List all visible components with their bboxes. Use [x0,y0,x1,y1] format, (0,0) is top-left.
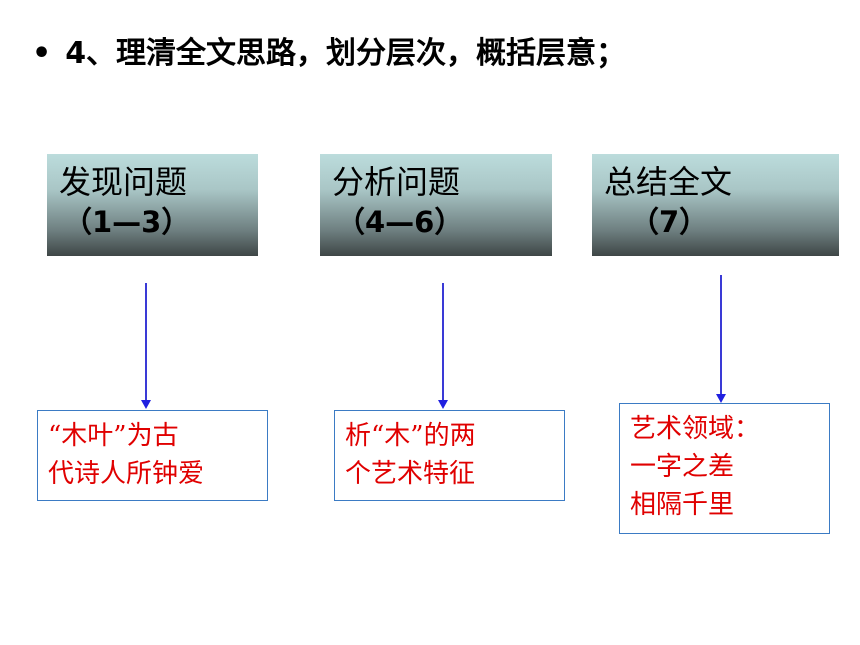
connector-arrow-1 [141,283,151,409]
section-title: 分析问题 [332,163,461,201]
summary-line: 个艺术特征 [345,459,476,489]
section-box-2: 分析问题 （4—6） [320,154,552,256]
summary-line: 相隔千里 [630,490,735,520]
summary-line: 代诗人所钟爱 [48,459,205,489]
heading-text: 4、理清全文思路，划分层次，概括层意； [65,36,627,71]
bullet-icon: • [32,36,52,71]
section-range: （4—6） [336,205,464,239]
summary-line: 一字之差 [630,452,735,482]
connector-arrow-3 [716,275,726,403]
summary-line: 析“木”的两 [345,421,476,451]
connector-arrow-2 [438,283,448,409]
summary-line: “木叶”为古 [48,421,179,451]
section-box-3: 总结全文 （7） [592,154,839,256]
summary-line: 艺术领域： [630,414,761,444]
summary-box-3: 艺术领域： 一字之差 相隔千里 [619,403,830,534]
summary-box-1: “木叶”为古 代诗人所钟爱 [37,410,268,501]
section-box-1: 发现问题 （1—3） [47,154,258,256]
section-title: 总结全文 [604,163,733,201]
slide-heading: • 4、理清全文思路，划分层次，概括层意； [32,28,626,72]
section-range: （1—3） [63,205,191,239]
summary-box-2: 析“木”的两 个艺术特征 [334,410,565,501]
section-title: 发现问题 [59,163,188,201]
section-range: （7） [630,205,709,239]
